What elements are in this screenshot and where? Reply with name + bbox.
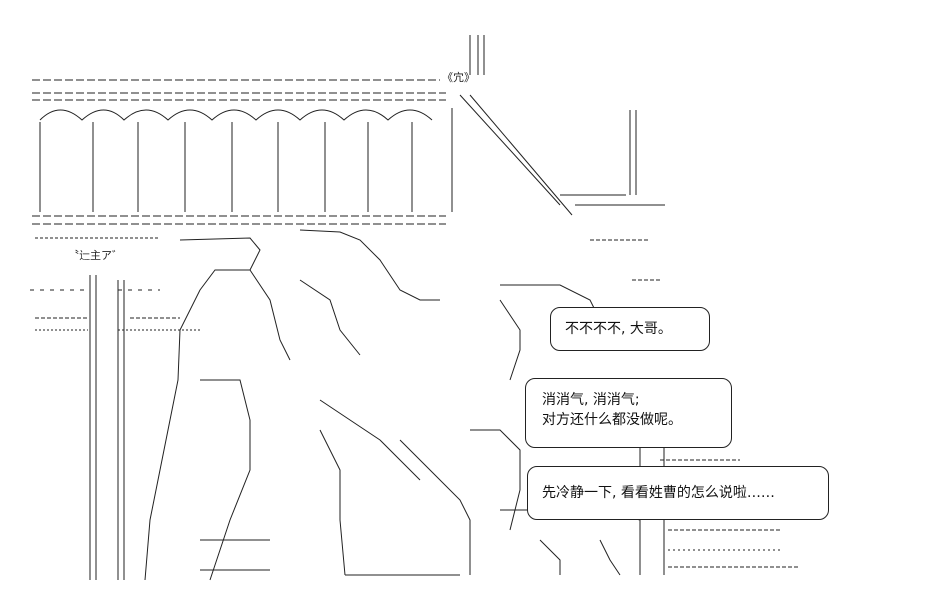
speech-bubble-3: 先冷静一下, 看看姓曹的怎么说啦……: [527, 466, 829, 520]
speech-bubble-2-line2: 对方还什么都没做呢。: [542, 412, 682, 428]
arches-row: [39, 109, 433, 121]
speech-bubble-1-text: 不不不不, 大哥。: [565, 321, 672, 337]
speech-bubble-2: 消消气, 消消气; 对方还什么都没做呢。: [525, 378, 732, 448]
left-caption: 〝辷主ア゛: [68, 249, 123, 262]
pillars: [39, 108, 453, 212]
figure-center: [299, 229, 471, 576]
speech-bubble-2-line1: 消消气, 消消气;: [542, 392, 640, 408]
gate-structure: [30, 237, 200, 580]
roof-slope: [459, 35, 665, 281]
speech-bubble-1: 不不不不, 大哥。: [550, 307, 710, 351]
speech-bubble-3-text: 先冷静一下, 看看姓曹的怎么说啦……: [542, 485, 775, 501]
figure-left: [144, 237, 291, 581]
roof-lines: [32, 79, 446, 225]
sign-text: 《宂》: [442, 71, 475, 84]
